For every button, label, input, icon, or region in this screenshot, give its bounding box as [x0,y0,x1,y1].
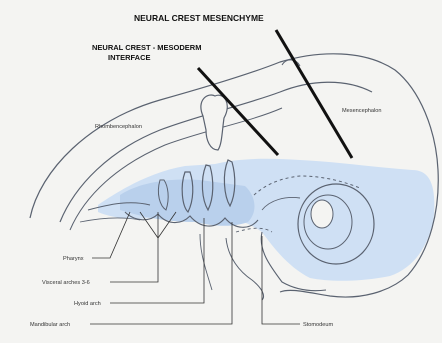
pharynx-line-lower [80,218,140,222]
label-pharynx: Pharynx [63,256,84,262]
otic-vesicle [201,95,227,150]
label-neural-crest-mesenchyme: NEURAL CREST MESENCHYME [134,13,264,23]
label-mesencephalon: Mesencephalon [342,108,382,114]
leader-visceral-arches [110,212,158,282]
lens [311,200,333,228]
leader-mandibular [90,222,232,324]
label-visceral-arches: Visceral arches 3-6 [42,280,90,286]
label-hyoid-arch: Hyoid arch [74,301,101,307]
label-mandibular-arch: Mandibular arch [30,322,70,328]
label-interface-line1: NEURAL CREST - MESODERM [92,43,201,52]
label-rhombencephalon: Rhombencephalon [95,124,142,130]
label-stomodeum: Stomodeum [303,322,333,328]
label-interface-line2: INTERFACE [108,53,151,62]
leader-hyoid [110,218,204,303]
pointer-neural-crest-mesenchyme [276,30,352,158]
mandibular-process-2 [200,234,212,290]
